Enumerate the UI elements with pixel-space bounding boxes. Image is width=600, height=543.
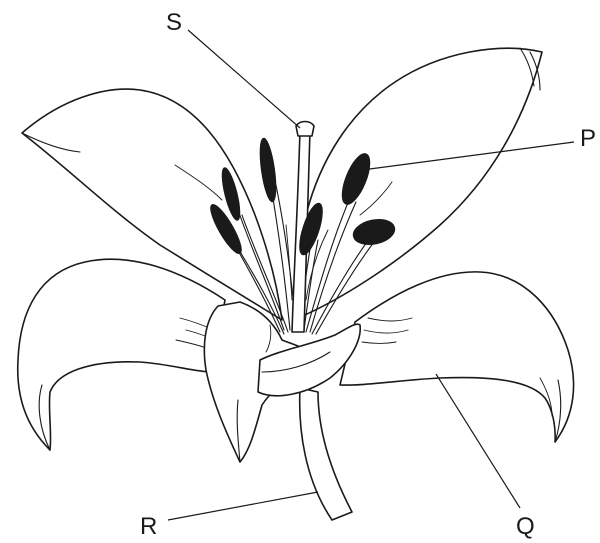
label-R: R (140, 513, 157, 540)
flower-stalk (300, 388, 352, 520)
leader-Q (436, 374, 520, 508)
leader-R (168, 492, 318, 520)
label-S: S (166, 9, 182, 36)
anther-1 (257, 137, 279, 202)
petal-lower-left (18, 259, 225, 450)
leader-S (188, 30, 300, 128)
petal-lower-right (340, 272, 574, 442)
label-Q: Q (516, 513, 535, 540)
label-P: P (580, 125, 596, 152)
